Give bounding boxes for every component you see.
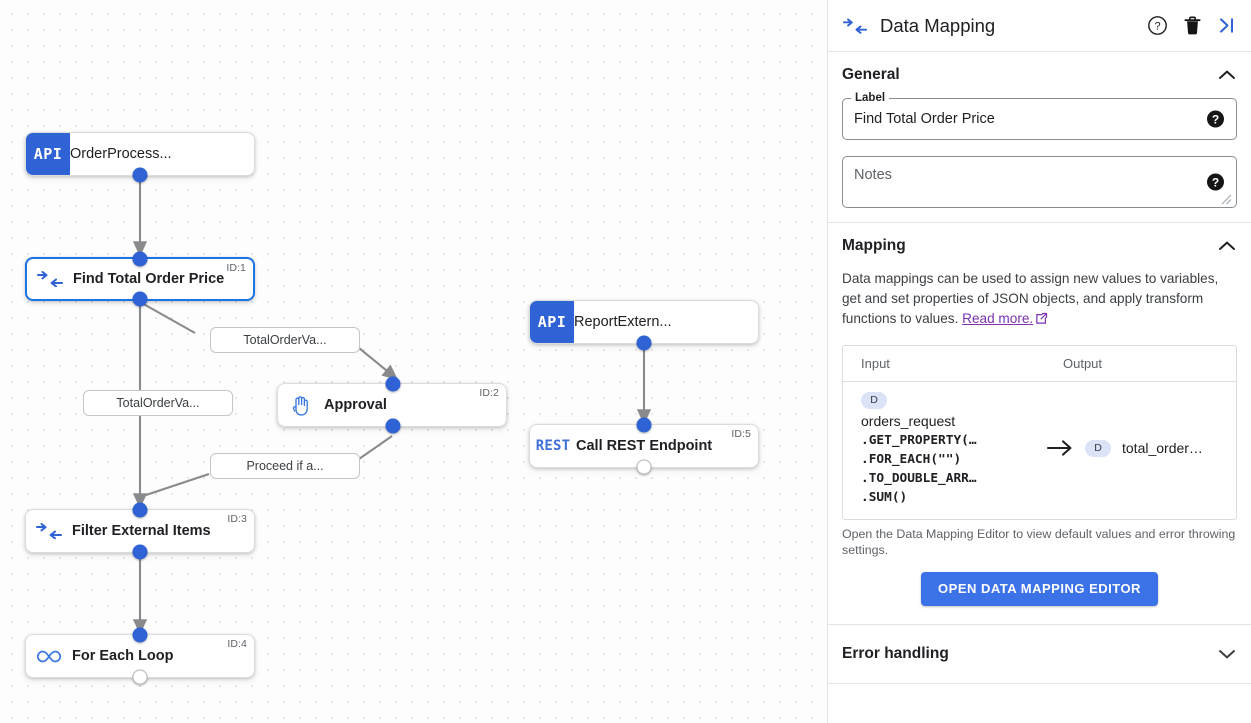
mapping-output-cell: D total_order… bbox=[1079, 439, 1236, 457]
node-port-out[interactable] bbox=[132, 669, 148, 685]
section-mapping-header[interactable]: Mapping bbox=[842, 223, 1237, 269]
column-header-input: Input bbox=[861, 356, 890, 371]
node-port-in[interactable] bbox=[636, 417, 652, 433]
table-row[interactable]: D orders_request .GET_PROPERTY(… .FOR_EA… bbox=[843, 382, 1236, 519]
api-badge: API bbox=[26, 133, 70, 175]
label-field-value: Find Total Order Price bbox=[854, 111, 995, 127]
properties-panel: Data Mapping ? bbox=[828, 0, 1251, 723]
workflow-canvas[interactable]: API OrderProcess... Find Total Order Pri… bbox=[0, 0, 828, 723]
mapping-description-text: Data mappings can be used to assign new … bbox=[842, 271, 1219, 326]
input-expression-line: .FOR_EACH("") bbox=[861, 451, 962, 467]
data-mapping-icon bbox=[26, 523, 72, 539]
node-port-in[interactable] bbox=[132, 627, 148, 643]
node-find-total-order-price[interactable]: Find Total Order Price ID:1 bbox=[25, 251, 255, 307]
node-port-out[interactable] bbox=[132, 291, 148, 307]
node-port-out[interactable] bbox=[132, 167, 148, 183]
label-field-legend: Label bbox=[851, 92, 890, 105]
panel-header: Data Mapping ? bbox=[828, 0, 1251, 52]
chevron-up-icon[interactable] bbox=[1217, 236, 1237, 256]
node-port-in[interactable] bbox=[132, 251, 148, 267]
label-field[interactable]: Label Find Total Order Price ? bbox=[842, 92, 1237, 140]
output-variable-name: total_order… bbox=[1122, 440, 1203, 457]
resize-handle-icon[interactable] bbox=[1220, 192, 1232, 205]
external-link-icon[interactable] bbox=[1035, 311, 1048, 331]
mapping-table: Input Output D orders_request .GET_PROPE… bbox=[842, 345, 1237, 520]
rest-icon: REST bbox=[535, 438, 571, 454]
help-icon[interactable]: ? bbox=[1147, 15, 1168, 36]
svg-text:?: ? bbox=[1154, 21, 1160, 33]
help-icon[interactable]: ? bbox=[1207, 173, 1224, 191]
help-icon[interactable]: ? bbox=[1207, 110, 1224, 128]
notes-field[interactable]: Notes ? bbox=[842, 156, 1237, 208]
edge-label[interactable]: Proceed if a... bbox=[210, 453, 360, 479]
panel-title: Data Mapping bbox=[880, 14, 996, 36]
node-label: Find Total Order Price bbox=[73, 271, 225, 287]
node-port-out[interactable] bbox=[636, 459, 652, 475]
node-id-label: ID:5 bbox=[731, 428, 751, 440]
section-general-header[interactable]: General bbox=[842, 52, 1237, 98]
mapping-description: Data mappings can be used to assign new … bbox=[842, 269, 1237, 331]
edge-label[interactable]: TotalOrderVa... bbox=[210, 327, 360, 353]
column-header-output: Output bbox=[1063, 356, 1103, 371]
section-error-handling-title: Error handling bbox=[842, 644, 949, 662]
data-mapping-icon bbox=[840, 18, 870, 34]
hand-icon bbox=[278, 395, 324, 416]
edge-layer bbox=[132, 175, 652, 635]
delete-icon[interactable] bbox=[1183, 15, 1202, 36]
node-port-out[interactable] bbox=[132, 544, 148, 560]
node-port-out[interactable] bbox=[385, 418, 401, 434]
mapping-arrow-icon bbox=[1041, 438, 1079, 458]
node-label: Call REST Endpoint bbox=[576, 438, 713, 454]
api-badge: API bbox=[530, 301, 574, 343]
node-id-label: ID:2 bbox=[479, 387, 499, 399]
input-variable-name: orders_request bbox=[861, 412, 956, 429]
loop-icon bbox=[26, 649, 72, 664]
mapping-actions: OPEN DATA MAPPING EDITOR bbox=[842, 571, 1237, 624]
panel-header-actions: ? bbox=[1147, 15, 1237, 36]
section-mapping: Mapping Data mappings can be used to ass… bbox=[828, 223, 1251, 625]
node-id-label: ID:1 bbox=[226, 262, 246, 274]
mapping-hint: Open the Data Mapping Editor to view def… bbox=[842, 526, 1236, 557]
node-filter-external-items[interactable]: Filter External Items ID:3 bbox=[25, 502, 255, 560]
edge-label[interactable]: TotalOrderVa... bbox=[83, 390, 233, 416]
node-id-label: ID:4 bbox=[227, 638, 247, 650]
node-label: OrderProcess... bbox=[70, 146, 172, 162]
node-call-rest-endpoint[interactable]: REST Call REST Endpoint ID:5 bbox=[529, 417, 759, 475]
notes-field-placeholder: Notes bbox=[854, 167, 892, 183]
input-expression-line: .TO_DOUBLE_ARR… bbox=[861, 470, 977, 486]
node-port-out[interactable] bbox=[636, 335, 652, 351]
section-error-handling: Error handling bbox=[828, 625, 1251, 684]
node-id-label: ID:3 bbox=[227, 513, 247, 525]
mapping-input-cell: D orders_request .GET_PROPERTY(… .FOR_EA… bbox=[843, 390, 1041, 507]
data-mapping-icon bbox=[27, 271, 73, 287]
node-label: Filter External Items bbox=[72, 523, 211, 539]
node-approval[interactable]: Approval ID:2 bbox=[277, 376, 507, 434]
section-general-title: General bbox=[842, 66, 900, 83]
collapse-panel-icon[interactable] bbox=[1217, 16, 1237, 35]
node-for-each-loop[interactable]: For Each Loop ID:4 bbox=[25, 627, 255, 685]
node-label: For Each Loop bbox=[72, 648, 174, 664]
open-data-mapping-editor-button[interactable]: OPEN DATA MAPPING EDITOR bbox=[921, 571, 1158, 606]
chevron-up-icon[interactable] bbox=[1217, 65, 1237, 85]
chevron-down-icon[interactable] bbox=[1217, 644, 1237, 664]
section-mapping-title: Mapping bbox=[842, 237, 906, 254]
variable-type-chip: D bbox=[1085, 439, 1111, 457]
input-expression-line: .GET_PROPERTY(… bbox=[861, 432, 977, 448]
node-report-external[interactable]: API ReportExtern... bbox=[529, 300, 759, 351]
node-order-process[interactable]: API OrderProcess... bbox=[25, 132, 255, 183]
input-expression-line: .SUM() bbox=[861, 489, 908, 505]
read-more-link[interactable]: Read more. bbox=[962, 311, 1034, 326]
variable-type-chip: D bbox=[861, 391, 887, 409]
node-label: Approval bbox=[324, 397, 387, 413]
node-port-in[interactable] bbox=[132, 502, 148, 518]
section-error-handling-header[interactable]: Error handling bbox=[842, 625, 1237, 683]
mapping-table-header: Input Output bbox=[843, 346, 1236, 382]
node-label: ReportExtern... bbox=[574, 314, 672, 330]
node-port-in[interactable] bbox=[385, 376, 401, 392]
section-general: General Label Find Total Order Price ? N… bbox=[828, 52, 1251, 223]
